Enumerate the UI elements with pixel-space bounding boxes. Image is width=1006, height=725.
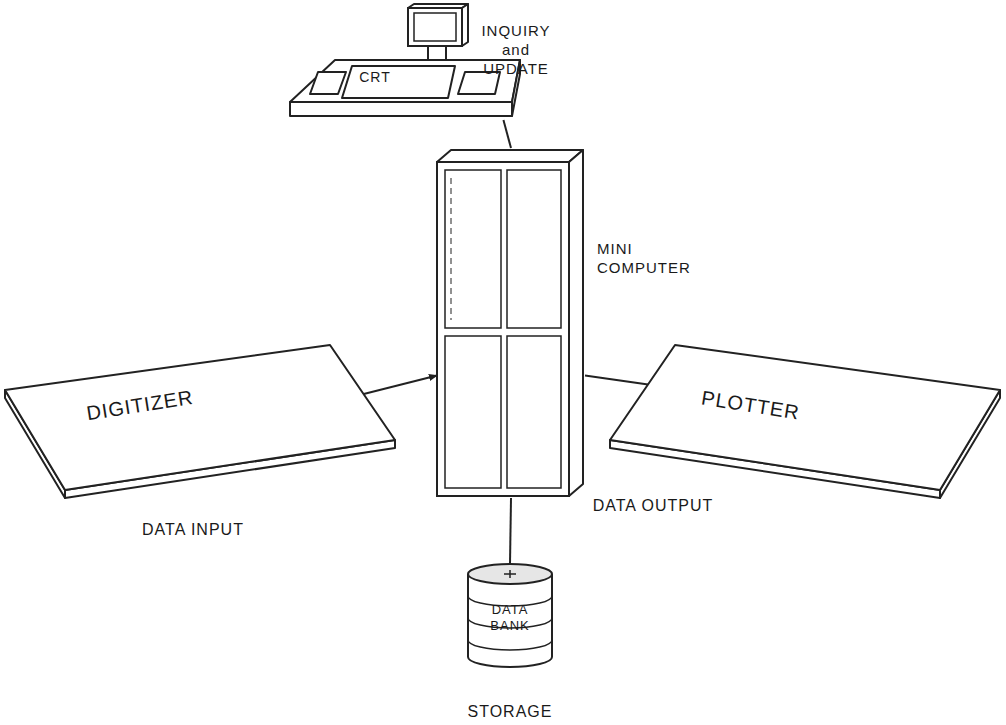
screen-label: CRT <box>345 69 405 87</box>
connector-line <box>585 376 652 386</box>
crt-terminal: CRTINQUIRY and UPDATE <box>290 2 522 120</box>
connector-line <box>358 376 437 396</box>
connector-line <box>510 498 511 564</box>
digitizer-tablet: DIGITIZERDATA INPUT <box>5 343 397 493</box>
function-label: DATA OUTPUT <box>553 496 753 516</box>
device-label: DATA BANK <box>480 602 540 635</box>
function-label: INQUIRY and UPDATE <box>472 22 560 78</box>
device-label: MINI COMPUTER <box>597 240 697 278</box>
data-bank-disk: DATA BANKSTORAGE <box>465 562 555 672</box>
mini-computer: MINI COMPUTER <box>437 148 585 498</box>
plotter-table: PLOTTERDATA OUTPUT <box>608 343 1004 493</box>
function-label: STORAGE <box>455 702 565 722</box>
digitizer-tablet-outline <box>5 343 397 493</box>
plotter-table-outline <box>608 343 1004 493</box>
connector-line <box>503 120 511 148</box>
function-label: DATA INPUT <box>93 520 293 540</box>
mini-computer-outline <box>437 148 585 498</box>
